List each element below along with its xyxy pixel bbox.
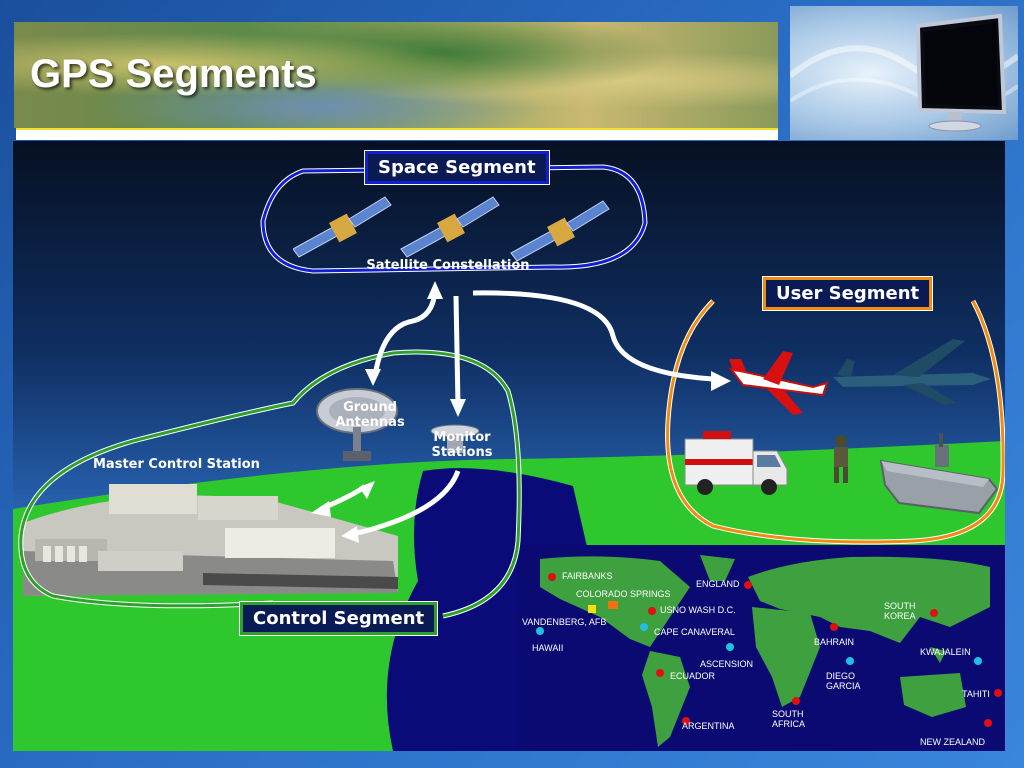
station-label: ASCENSION xyxy=(700,659,754,669)
title-underline xyxy=(16,128,778,140)
station-label: DIEGO GARCIA xyxy=(826,671,861,691)
monitor-station-marker xyxy=(792,697,800,705)
monitor-station-marker xyxy=(682,717,690,725)
world-map xyxy=(520,547,1005,751)
airplane-icon xyxy=(728,351,829,415)
ground-antenna-marker xyxy=(726,643,734,651)
satellite-constellation-label: Satellite Constellation xyxy=(366,258,530,273)
slide-title: GPS Segments xyxy=(30,52,317,96)
station-label: COLORADO SPRINGS xyxy=(576,589,671,599)
monitor-station-marker xyxy=(984,719,992,727)
ambulance-icon xyxy=(684,431,788,495)
master-control-marker xyxy=(588,605,596,613)
monitor-station-icon xyxy=(430,424,480,453)
segment-outlines xyxy=(18,164,1005,619)
station-label: CAPE CANAVERAL xyxy=(654,627,735,637)
ground-antennas-line1: Ground xyxy=(343,400,397,415)
station-label: KWAJALEIN xyxy=(920,647,971,657)
station-label: ENGLAND xyxy=(696,579,740,589)
satellite-icon xyxy=(400,196,500,258)
station-label: TAHITI xyxy=(962,689,990,699)
control-segment-label: Control Segment xyxy=(238,601,439,636)
station-label: SOUTH KOREA xyxy=(884,601,916,621)
station-label: VANDENBERG, AFB xyxy=(522,617,607,627)
monitor-link-arrow xyxy=(352,470,461,537)
ground-antennas-label: Ground Antennas xyxy=(331,400,409,430)
aircraft-carrier-icon xyxy=(879,433,999,515)
ground-antenna-marker xyxy=(640,623,648,631)
monitor-station-marker xyxy=(656,669,664,677)
backup-control-marker xyxy=(608,601,618,609)
station-label: ARGENTINA xyxy=(682,721,735,731)
monitor-station-marker xyxy=(994,689,1002,697)
station-label: HAWAII xyxy=(532,643,564,653)
station-label: FAIRBANKS xyxy=(562,571,613,581)
monitor-stations-line2: Stations xyxy=(431,445,493,460)
station-label: BAHRAIN xyxy=(814,637,855,647)
monitor-station-marker xyxy=(744,581,752,589)
station-label: SOUTH AFRICA xyxy=(772,709,806,729)
satellite-group xyxy=(293,196,610,262)
user-downlink-arrow xyxy=(472,290,714,382)
ground-antenna-marker xyxy=(536,627,544,635)
soldier-icon xyxy=(834,435,848,483)
space-segment-label: Space Segment xyxy=(364,150,550,185)
master-control-station-label: Master Control Station xyxy=(93,457,260,472)
station-label: NEW ZEALAND xyxy=(920,737,986,747)
uplink-arrow xyxy=(372,290,438,377)
monitor-station-marker xyxy=(930,609,938,617)
satellite-icon xyxy=(510,200,610,262)
monitor-stations-line1: Monitor xyxy=(433,430,491,445)
ground-antenna-marker xyxy=(846,657,854,665)
bomber-icon xyxy=(833,339,991,405)
station-label: ECUADOR xyxy=(670,671,716,681)
station-label: USNO WASH D.C. xyxy=(660,605,736,615)
user-segment-label: User Segment xyxy=(761,276,934,311)
signal-arrows xyxy=(311,281,731,543)
satellite-icon xyxy=(293,196,392,258)
ground-antennas-line2: Antennas xyxy=(335,415,405,430)
monitor-station-marker xyxy=(648,607,656,615)
monitor-station-marker xyxy=(830,623,838,631)
ground-antenna-marker xyxy=(974,657,982,665)
title-banner xyxy=(14,22,778,128)
gps-diagram: Space Segment Satellite Constellation Us… xyxy=(13,141,1005,751)
monitor-icon xyxy=(788,13,1020,132)
station-markers xyxy=(536,573,1002,727)
monitor-downlink-arrow xyxy=(453,295,461,407)
dish-antenna-icon xyxy=(316,388,398,461)
monitor-station-marker xyxy=(548,573,556,581)
world-map-stations: FAIRBANKS COLORADO SPRINGS ENGLAND USNO … xyxy=(520,547,1005,751)
monitor-stations-label: Monitor Stations xyxy=(425,430,499,460)
monitor-illustration xyxy=(788,6,1020,140)
